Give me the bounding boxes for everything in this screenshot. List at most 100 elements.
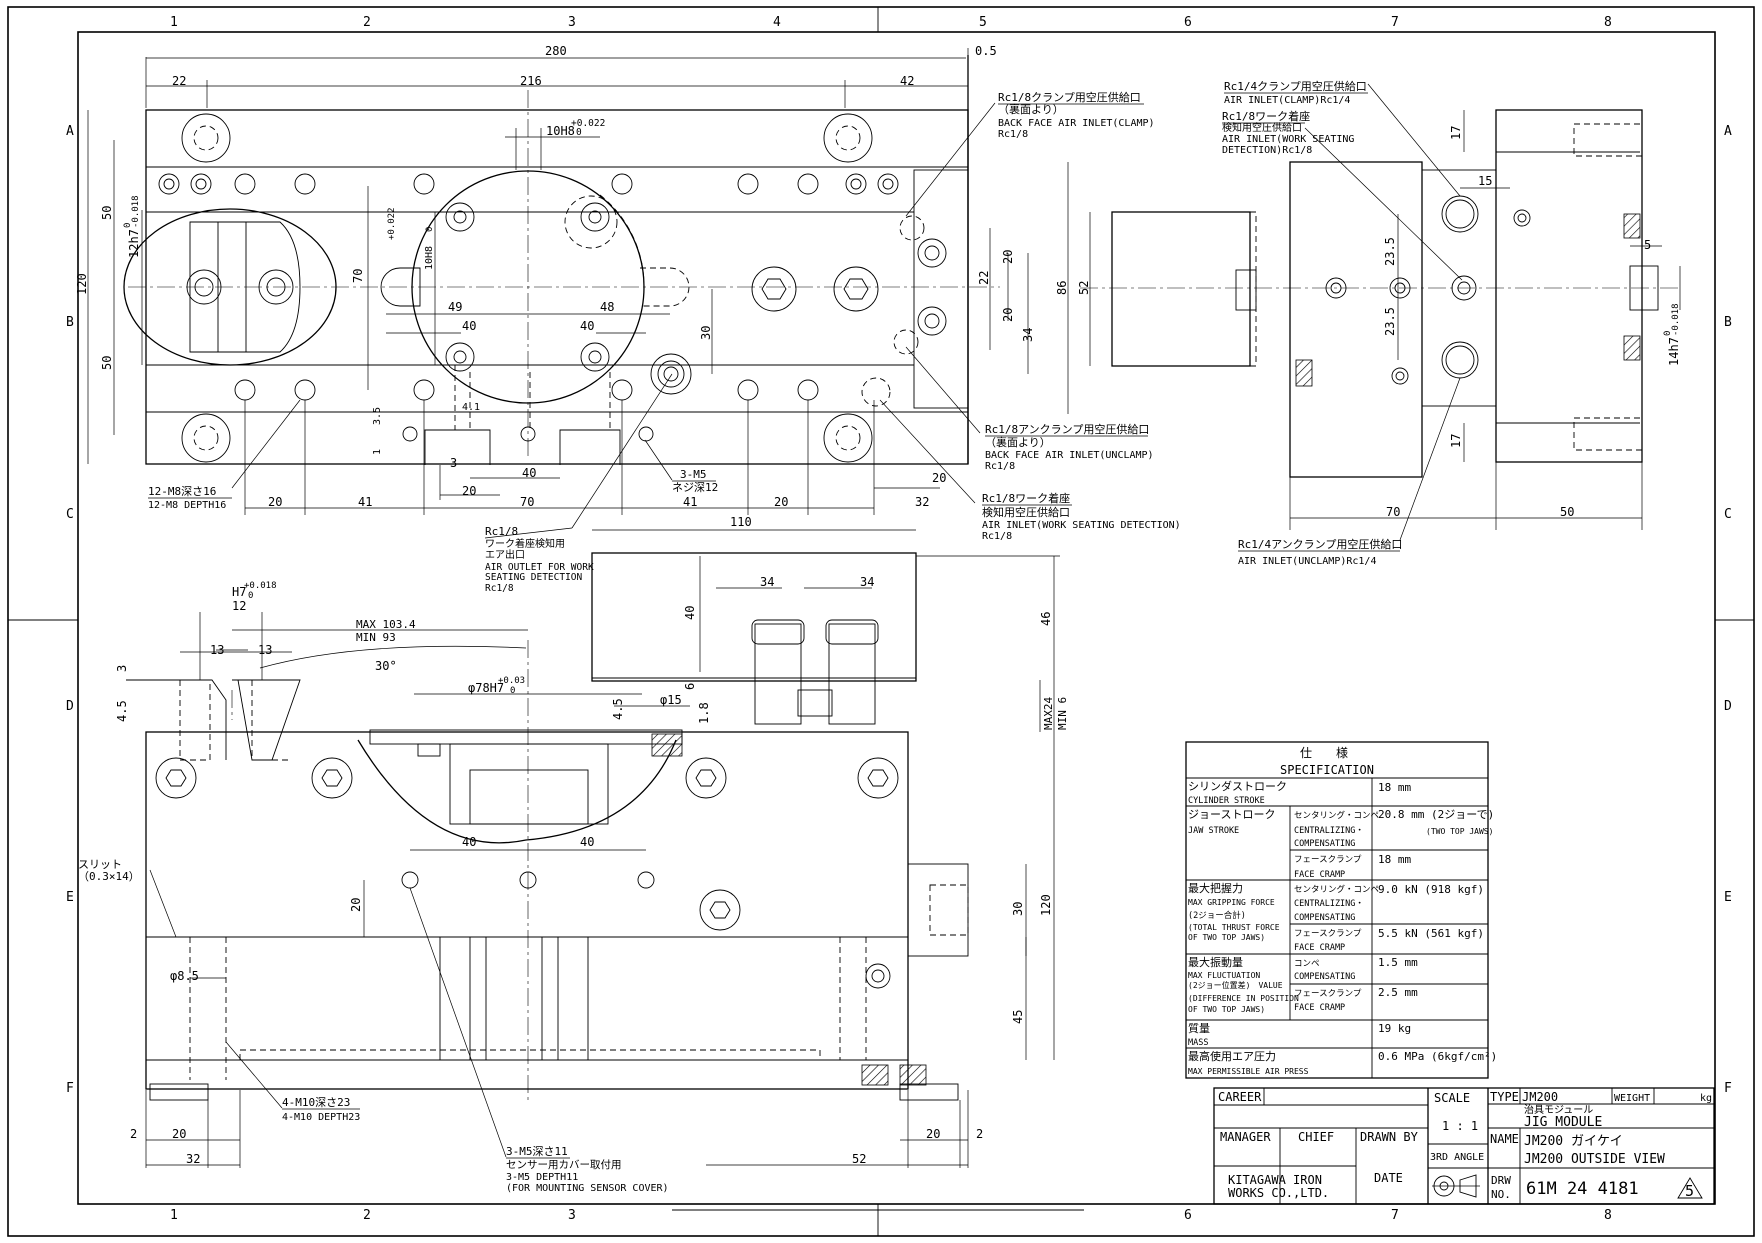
tb-type-value: JM200 bbox=[1522, 1090, 1558, 1104]
dim-12h7-tol: -0.018 bbox=[131, 195, 141, 228]
dim-b41a: 41 bbox=[358, 495, 372, 509]
fv-34a: 34 bbox=[760, 575, 774, 589]
zone-col-7b: 7 bbox=[1391, 1208, 1399, 1223]
spec-r5-en: MAX FLUCTUATION bbox=[1188, 971, 1260, 980]
note-m8-1: 12-M8深さ16 bbox=[148, 485, 216, 498]
tb-manager: MANAGER bbox=[1220, 1130, 1271, 1144]
dim-0-5: 0.5 bbox=[975, 44, 997, 58]
tb-drawn-by: DRAWN BY bbox=[1360, 1130, 1419, 1144]
fv-6: 6 bbox=[683, 683, 697, 690]
fv-34b: 34 bbox=[860, 575, 874, 589]
spec-r6-sub: フェースクランプ bbox=[1294, 989, 1362, 999]
note-outlet-5: SEATING DETECTION bbox=[485, 572, 583, 583]
tb-weight-unit: kg bbox=[1700, 1093, 1712, 1104]
fv-min6: MIN 6 bbox=[1056, 697, 1069, 730]
tb-type-label: TYPE bbox=[1490, 1090, 1519, 1104]
tb-name-label: NAME bbox=[1490, 1132, 1519, 1146]
spec-r5-x2: OF TWO TOP JAWS) bbox=[1188, 1005, 1265, 1014]
zone-row-a: A bbox=[66, 124, 74, 139]
dim-b32: 32 bbox=[915, 495, 929, 509]
note-unclamp-back-2: （裏面より） bbox=[985, 435, 1051, 449]
tb-angle: 3RD ANGLE bbox=[1430, 1152, 1484, 1163]
fv-45: 45 bbox=[1011, 1010, 1025, 1024]
fv-max24: MAX24 bbox=[1042, 697, 1055, 730]
title-block bbox=[1213, 1087, 1715, 1205]
spec-title-en: SPECIFICATION bbox=[1280, 763, 1374, 777]
note-unclamp-back-1: Rc1/8アンクランプ用空圧供給口 bbox=[985, 422, 1149, 436]
spec-r5-x1: (DIFFERENCE IN POSITION bbox=[1188, 994, 1299, 1003]
zone-row-e-r: E bbox=[1724, 890, 1732, 905]
spec-r3-subcen: CENTRALIZING・ bbox=[1294, 899, 1364, 909]
side-dim-23-5a: 23.5 bbox=[1383, 237, 1397, 266]
side-dim-86: 86 bbox=[1055, 281, 1069, 295]
note-outlet-3: エア出口 bbox=[485, 548, 525, 561]
dim-b20a: 20 bbox=[268, 495, 282, 509]
side-dim-17b: 17 bbox=[1449, 434, 1463, 448]
dim-v10h8-tol0: 0 bbox=[425, 227, 435, 232]
note-clamp-back-1: Rc1/8クランプ用空圧供給口 bbox=[998, 90, 1141, 104]
side-note-seat8-4: DETECTION)Rc1/8 bbox=[1222, 145, 1312, 156]
spec-r3-x1: (TOTAL THRUST FORCE bbox=[1188, 923, 1280, 932]
fv-m10-1: 4-M10深さ23 bbox=[282, 1096, 350, 1109]
front-view bbox=[126, 529, 1060, 1168]
dim-49: 49 bbox=[448, 300, 462, 314]
zone-row-d-r: D bbox=[1724, 699, 1732, 714]
side-note-unclamp14-2: AIR INLET(UNCLAMP)Rc1/4 bbox=[1238, 556, 1376, 567]
dim-22v: 22 bbox=[977, 271, 991, 285]
spec-r3-sub: センタリング・コンペ bbox=[1294, 884, 1379, 895]
zone-col-2b: 2 bbox=[363, 1208, 371, 1223]
tb-name-jp: 治具モジュール bbox=[1524, 1103, 1593, 1116]
dim-v10h8-tol: +0.022 bbox=[387, 207, 397, 240]
dim-30: 30 bbox=[699, 326, 713, 340]
tb-career: CAREER bbox=[1218, 1090, 1262, 1104]
zone-col-2: 2 bbox=[363, 15, 371, 30]
side-dim-52: 52 bbox=[1077, 281, 1091, 295]
fv-h7-tol0: 0 bbox=[248, 591, 253, 601]
dim-12h7-tol0: 0 bbox=[123, 223, 133, 228]
tb-name-line3: JM200 OUTSIDE VIEW bbox=[1524, 1152, 1665, 1167]
side-note-unclamp14-1: Rc1/4アンクランプ用空圧供給口 bbox=[1238, 537, 1402, 551]
zone-col-4: 4 bbox=[773, 15, 781, 30]
fv-40a: 40 bbox=[462, 835, 476, 849]
spec-r8-en: MAX PERMISSIBLE AIR PRESS bbox=[1188, 1067, 1309, 1076]
spec-title-jp: 仕 様 bbox=[1300, 746, 1348, 760]
fv-h7: H7 bbox=[232, 585, 246, 599]
dim-3-5: 3.5 bbox=[372, 407, 383, 425]
fv-20b: 20 bbox=[172, 1127, 186, 1141]
dim-48: 48 bbox=[600, 300, 614, 314]
fv-3: 3 bbox=[115, 665, 129, 672]
fv-2b: 2 bbox=[976, 1127, 983, 1141]
sheet-frame bbox=[7, 6, 1755, 1237]
fv-phi78-tol0: 0 bbox=[510, 686, 515, 696]
side-note-clamp14-1: Rc1/4クランプ用空圧供給口 bbox=[1224, 79, 1367, 93]
side-note-clamp14-2: AIR INLET(CLAMP)Rc1/4 bbox=[1224, 95, 1350, 106]
spec-r1-en: JAW STROKE bbox=[1188, 826, 1239, 836]
zone-col-7: 7 bbox=[1391, 15, 1399, 30]
note-clamp-back-2: （裏面より） bbox=[998, 102, 1064, 116]
fv-max: MAX 103.4 bbox=[356, 618, 416, 631]
dim-12h7: 12h7 bbox=[127, 229, 141, 258]
fv-52: 52 bbox=[852, 1152, 866, 1166]
zone-col-6b: 6 bbox=[1184, 1208, 1192, 1223]
note-outlet-6: Rc1/8 bbox=[485, 583, 514, 594]
top-view-notes: Rc1/8クランプ用空圧供給口 （裏面より） BACK FACE AIR INL… bbox=[148, 90, 1181, 594]
side-dim-14h7-tol: -0.018 bbox=[1671, 303, 1681, 336]
note-work-seat-2: 検知用空圧供給口 bbox=[982, 505, 1070, 519]
spec-r3-val: 9.0 kN (918 kgf) bbox=[1378, 883, 1484, 896]
side-dim-17a: 17 bbox=[1449, 126, 1463, 140]
spec-r4-suben: FACE CRAMP bbox=[1294, 943, 1345, 953]
dim-10h8-tol: +0.022 bbox=[571, 118, 605, 129]
tb-weight-label: WEIGHT bbox=[1614, 1093, 1650, 1104]
fv-12: 12 bbox=[232, 599, 246, 613]
fv-phi78: φ78H7 bbox=[468, 681, 504, 695]
spec-r4-val: 5.5 kN (561 kgf) bbox=[1378, 927, 1484, 940]
zone-col-1: 1 bbox=[170, 15, 178, 30]
spec-r0-val: 18 mm bbox=[1378, 781, 1411, 794]
tb-name-line2: JM200 ガイケイ bbox=[1524, 1134, 1623, 1149]
spec-r1-val: 20.8 mm (2ジョーで) bbox=[1378, 808, 1494, 821]
spec-r2-sub: フェースクランプ bbox=[1294, 855, 1362, 865]
spec-r5-val: 1.5 mm bbox=[1378, 956, 1418, 969]
zone-row-c-r: C bbox=[1724, 507, 1732, 522]
dim-20v2: 20 bbox=[1001, 308, 1015, 322]
